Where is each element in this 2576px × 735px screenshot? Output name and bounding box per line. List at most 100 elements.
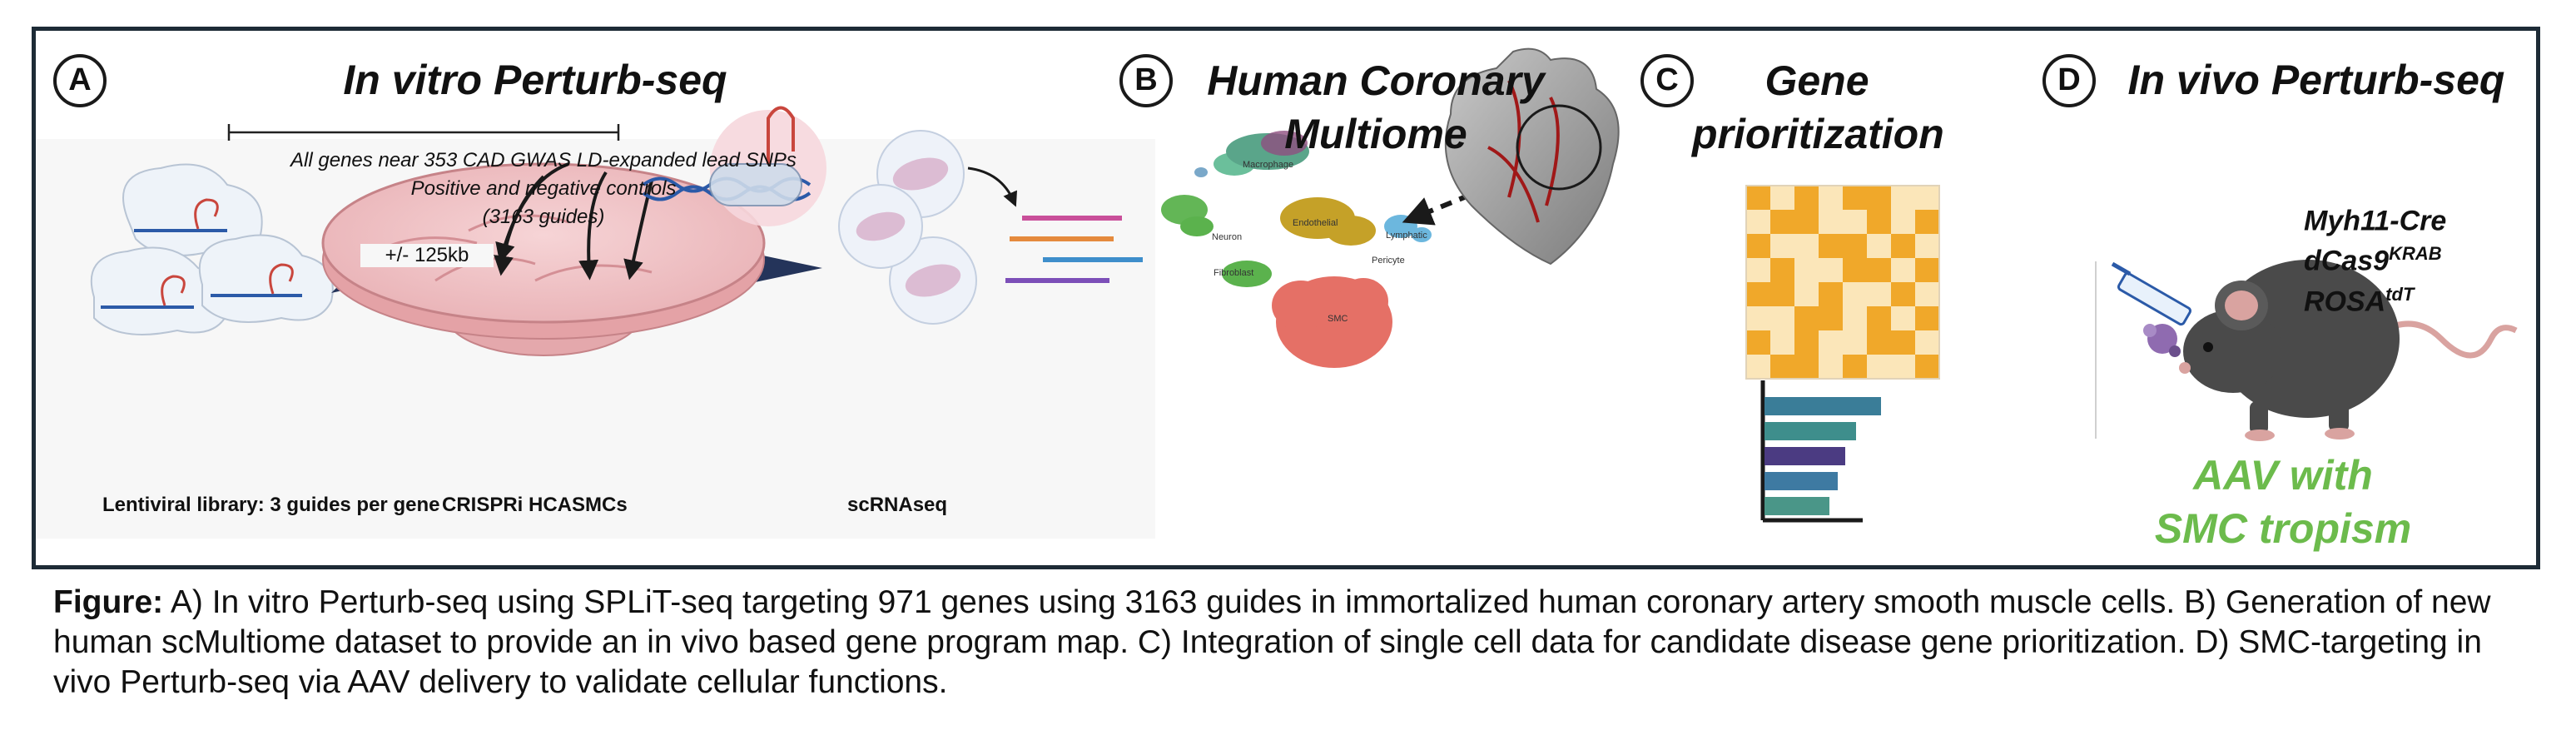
cluster-label-macrophage: Macrophage [1243, 160, 1294, 170]
genotype-line-3: ROSAtdT [2304, 283, 2415, 317]
heatmap-cell [1867, 355, 1891, 379]
heatmap-cell [1819, 258, 1843, 282]
panel-b-title: Human Coronary Multiome [1168, 54, 1584, 161]
gene-barchart [1760, 380, 1881, 523]
lentiviral-particles-icon [90, 163, 334, 335]
heatmap-cell [1794, 306, 1819, 330]
heatmap-cell [1915, 234, 1939, 258]
panel-b-title-line-1: Human Coronary [1207, 57, 1545, 104]
aav-line-2: SMC tropism [2154, 505, 2412, 552]
cluster-label-endothelial: Endothelial [1293, 218, 1338, 228]
heatmap-cell [1794, 355, 1819, 379]
heatmap-cell [1794, 210, 1819, 234]
heatmap-cell [1867, 330, 1891, 355]
lentiviral-library-label: Lentiviral library: 3 guides per gene [102, 494, 440, 516]
heatmap-cell [1843, 210, 1867, 234]
panel-c-title-line-1: Gene [1764, 57, 1869, 104]
heatmap-cell [1843, 282, 1867, 306]
heatmap-cell [1794, 258, 1819, 282]
heatmap-cell [1915, 330, 1939, 355]
scrnaseq-label: scRNAseq [847, 494, 948, 516]
heatmap-cell [1891, 306, 1915, 330]
cluster-label-neuron: Neuron [1212, 232, 1243, 242]
heatmap-cell [1891, 355, 1915, 379]
panel-a-subtitle-1: All genes near 353 CAD GWAS LD-expanded … [290, 149, 797, 171]
genotype-line-2: dCas9KRAB [2304, 243, 2442, 277]
panel-d-letter: D [2057, 62, 2081, 97]
heatmap-cell [1843, 330, 1867, 355]
heatmap-cell [1819, 282, 1843, 306]
heatmap-cell [1891, 210, 1915, 234]
heatmap-cell [1794, 234, 1819, 258]
figure-artwork [36, 31, 2518, 555]
heatmap-cell [1746, 355, 1770, 379]
umap-clusters [1161, 131, 1432, 368]
crispri-dna-icon [642, 106, 826, 226]
heatmap-cell [1915, 258, 1939, 282]
heatmap-cell [1891, 186, 1915, 210]
heatmap-cell [1794, 186, 1819, 210]
figure-caption: Figure: A) In vitro Perturb-seq using SP… [53, 583, 2534, 703]
heatmap-cell [1891, 258, 1915, 282]
panel-a-subtitle-3: (3163 guides) [482, 206, 605, 228]
heatmap-cell [1915, 282, 1939, 306]
heatmap-cell [1843, 258, 1867, 282]
heatmap-cell [1770, 210, 1794, 234]
bar-1 [1764, 397, 1881, 415]
aav-label: AAV with SMC tropism [2117, 449, 2449, 555]
heatmap-cell [1819, 186, 1843, 210]
heatmap-cell [1819, 330, 1843, 355]
mouse-genotype: Myh11-Cre dCas9KRAB ROSAtdT [2304, 197, 2446, 318]
window-size-label: +/- 125kb [360, 244, 494, 267]
panel-c-letter-circle [1640, 54, 1694, 107]
heatmap-cell [1819, 234, 1843, 258]
cluster-label-fibroblast: Fibroblast [1214, 268, 1254, 278]
aav-line-1: AAV with [2193, 452, 2373, 499]
sequencing-reads-icon [1005, 216, 1143, 283]
heatmap-cell [1891, 234, 1915, 258]
heatmap-cell [1746, 282, 1770, 306]
cells-icon [838, 130, 1018, 325]
heatmap-cell [1746, 234, 1770, 258]
heatmap-cell [1770, 234, 1794, 258]
heatmap-cell [1891, 330, 1915, 355]
heatmap-cell [1770, 186, 1794, 210]
heatmap-cell [1867, 234, 1891, 258]
crispri-hcasmc-label: CRISPRi HCASMCs [442, 494, 628, 516]
heatmap-cell [1794, 330, 1819, 355]
heatmap-cell [1746, 330, 1770, 355]
heart-icon [1444, 47, 1620, 266]
heatmap-cell [1746, 186, 1770, 210]
heatmap-cell [1843, 355, 1867, 379]
heatmap-cell [1819, 355, 1843, 379]
heatmap-cell [1746, 210, 1770, 234]
heatmap-cell [1891, 282, 1915, 306]
heatmap-cell [1770, 355, 1794, 379]
panel-c-letter: C [1655, 62, 1679, 97]
heatmap-cell [1867, 282, 1891, 306]
genotype-line-1: Myh11-Cre [2304, 205, 2447, 237]
heatmap-cell [1794, 282, 1819, 306]
heatmap-cell [1915, 186, 1939, 210]
heatmap-cell [1819, 210, 1843, 234]
heatmap-cell [1746, 306, 1770, 330]
cluster-label-lymphatic: Lymphatic [1386, 231, 1427, 241]
panel-a-subtitle-2: Positive and negative controls [410, 177, 677, 200]
panel-b-letter: B [1134, 62, 1158, 97]
caption-label: Figure: [53, 584, 164, 620]
cluster-label-pericyte: Pericyte [1372, 256, 1405, 266]
figure-frame: A B C D In vitro Perturb-seq All genes n… [32, 27, 2540, 569]
heatmap-cell [1915, 210, 1939, 234]
heatmap-cell [1867, 210, 1891, 234]
bar-2 [1764, 422, 1856, 440]
heatmap-cell [1867, 186, 1891, 210]
heatmap-cell [1915, 306, 1939, 330]
heatmap-cell [1819, 306, 1843, 330]
window-bracket [227, 124, 620, 141]
bar-5 [1764, 497, 1829, 515]
heatmap-cell [1867, 306, 1891, 330]
panel-c-title: Gene prioritization [1692, 54, 1944, 161]
panel-b-title-line-2: Multiome [1284, 111, 1467, 157]
heatmap-cell [1746, 258, 1770, 282]
heatmap-cell [1770, 306, 1794, 330]
